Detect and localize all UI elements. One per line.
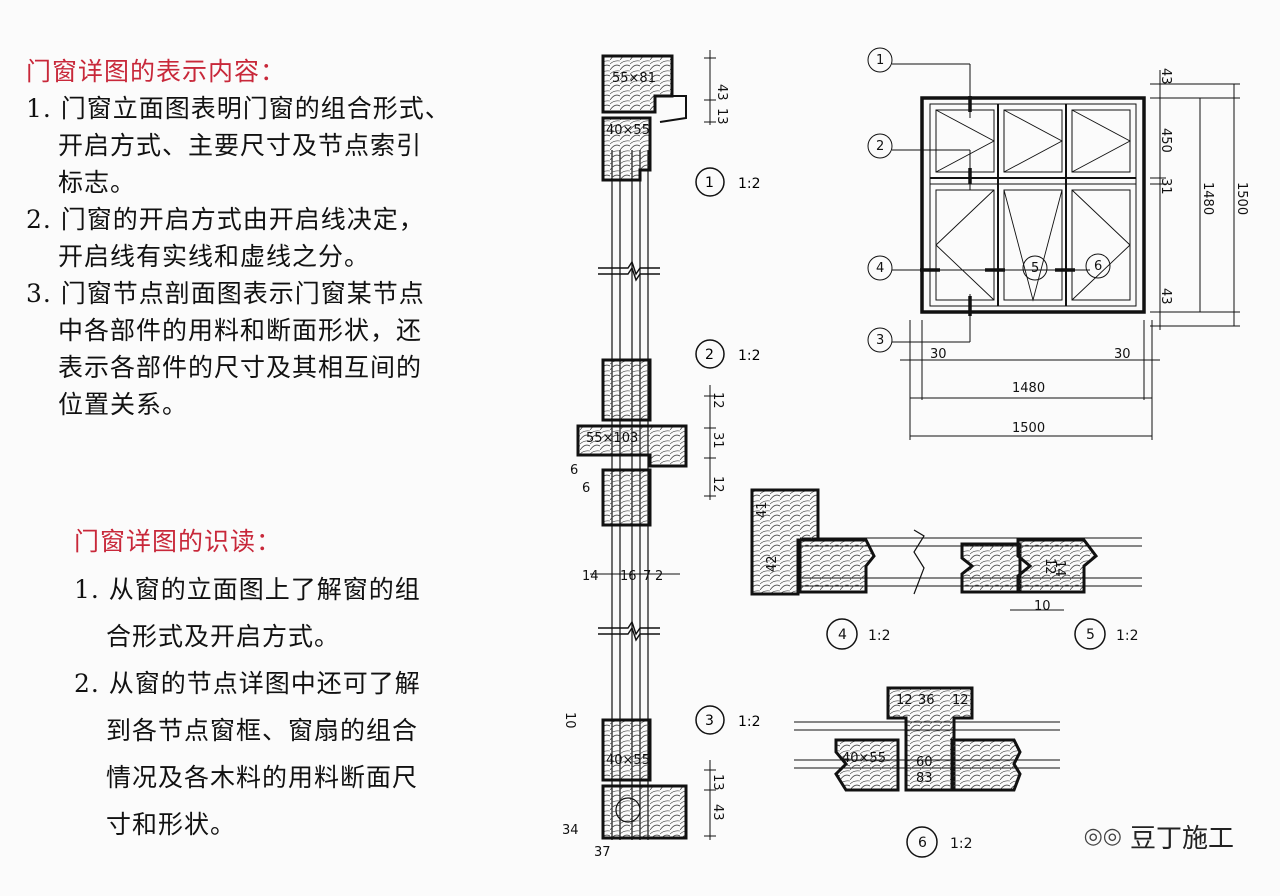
label-1-num: 1	[705, 175, 714, 191]
s2-item2-line2: 到各节点窗框、窗扇的组合	[106, 716, 419, 745]
label-4-scale: 1:2	[868, 628, 891, 644]
dim-2: 2	[655, 569, 663, 584]
s1-item1-line3: 标志。	[58, 168, 137, 197]
callout-4: 4	[876, 261, 884, 276]
s2-item2-line3: 情况及各木料的用料断面尺	[106, 763, 419, 792]
dim-mid-12: 12	[710, 392, 725, 409]
s1-item3-line4: 位置关系。	[58, 390, 189, 419]
label-4-num: 4	[838, 627, 847, 643]
callout-3: 3	[876, 333, 884, 348]
s1-item1-line2: 开启方式、主要尺寸及节点索引	[58, 131, 423, 160]
dim-right-450: 450	[1158, 128, 1173, 153]
label-5-scale: 1:2	[1116, 628, 1139, 644]
dim-top-40x55: 40×55	[606, 123, 650, 138]
dim-top-13: 13	[714, 108, 729, 125]
dim-right-43b: 43	[1158, 288, 1173, 305]
label-6-num: 6	[918, 835, 927, 851]
dim-top-43: 43	[714, 84, 729, 101]
dim-d5-12: 12	[1042, 558, 1057, 575]
vertical-section-dims: 55×81 43 13 40×55 12 55×103 31 12 6 6 14…	[562, 71, 729, 860]
section2-heading: 门窗详图的识读：	[74, 527, 283, 556]
dim-mid-12b: 12	[710, 476, 725, 493]
s2-item1-line2: 合形式及开启方式。	[106, 622, 341, 651]
dim-7: 7	[643, 569, 651, 584]
dim-d4-41: 41	[755, 501, 770, 518]
dim-right-1480: 1480	[1200, 182, 1215, 215]
dim-bottom-30b: 30	[1114, 347, 1131, 362]
label-2-num: 2	[705, 347, 714, 363]
dim-bot-37: 37	[594, 845, 611, 860]
section2-list: 1. 从窗的立面图上了解窗的组 合形式及开启方式。 2. 从窗的节点详图中还可了…	[74, 566, 421, 848]
dim-right-31: 31	[1158, 178, 1173, 195]
dim-mid-6b: 6	[582, 481, 590, 496]
dim-mid-31: 31	[710, 432, 725, 449]
dim-d6-12b: 12	[952, 693, 969, 708]
s2-item1-line1: 1. 从窗的立面图上了解窗的组	[74, 575, 421, 604]
section1-heading: 门窗详图的表示内容：	[26, 57, 287, 86]
dim-bottom-30: 30	[930, 347, 947, 362]
dim-bot-13: 13	[710, 774, 725, 791]
s1-item2-line1: 2. 门窗的开启方式由开启线决定，	[26, 205, 425, 234]
dim-bot-43: 43	[710, 804, 725, 821]
s1-item3-line3: 表示各部件的尺寸及其相互间的	[58, 353, 423, 382]
label-3-scale: 1:2	[738, 714, 761, 730]
dim-bot-10: 10	[562, 712, 577, 729]
dim-d6-60: 60	[916, 755, 933, 770]
section-labels-vertical: 1 1:2 2 1:2 3 1:2	[695, 167, 761, 735]
window-elevation	[867, 47, 1240, 440]
dim-bot-34: 34	[562, 823, 579, 838]
watermark-text: 豆丁施工	[1129, 824, 1234, 854]
dim-mid-6: 6	[570, 463, 578, 478]
dim-d5-10: 10	[1034, 599, 1051, 614]
watermark: ◎◎ 豆丁施工	[1084, 818, 1234, 855]
dim-d6-40x55: 40×55	[842, 751, 886, 766]
dim-16: 16	[620, 569, 637, 584]
dim-bottom-1480: 1480	[1012, 381, 1045, 396]
dim-55x81: 55×81	[612, 71, 656, 86]
dim-d5-14: 14	[1052, 560, 1067, 577]
text-column: 门窗详图的表示内容： 1. 门窗立面图表明门窗的组合形式、 开启方式、主要尺寸及…	[0, 0, 560, 896]
label-3-num: 3	[705, 713, 714, 729]
detail-6-labels: 12 36 12 40×55 60 83 6 1:2	[842, 693, 973, 852]
s1-item1-line1: 1. 门窗立面图表明门窗的组合形式、	[26, 94, 451, 123]
s2-item2-line1: 2. 从窗的节点详图中还可了解	[74, 669, 421, 698]
dim-right-43: 43	[1158, 68, 1173, 85]
s1-item2-line2: 开启线有实线和虚线之分。	[58, 242, 371, 271]
detail-4-5-labels: 41 42 12 14 10 4 1:2 5 1:2	[755, 501, 1139, 644]
dim-bot-40x55: 40×55	[606, 753, 650, 768]
detail-4-5	[750, 488, 1142, 650]
label-1-scale: 1:2	[738, 176, 761, 192]
dim-bottom-1500: 1500	[1012, 421, 1045, 436]
section1-list: 1. 门窗立面图表明门窗的组合形式、 开启方式、主要尺寸及节点索引 标志。 2.…	[26, 90, 451, 423]
s2-item2-line4: 寸和形状。	[106, 810, 237, 839]
dim-d4-42: 42	[765, 555, 780, 572]
detail-6	[794, 686, 1060, 858]
label-6-scale: 1:2	[950, 836, 973, 852]
vertical-section	[576, 50, 716, 840]
dim-d6-12: 12	[896, 693, 913, 708]
dim-55x103: 55×103	[586, 431, 638, 446]
dim-d6-83: 83	[916, 771, 933, 786]
elevation-labels: 1 2 4 3 5 6 43 450 31 1480 1500 43 30 30…	[876, 53, 1249, 436]
label-5-num: 5	[1086, 627, 1095, 643]
callout-1: 1	[876, 53, 884, 68]
label-2-scale: 1:2	[738, 348, 761, 364]
dim-right-1500: 1500	[1234, 182, 1249, 215]
wechat-icon: ◎◎	[1083, 824, 1122, 849]
callout-2: 2	[876, 139, 884, 154]
dim-d6-36: 36	[918, 693, 935, 708]
dim-14: 14	[582, 569, 599, 584]
callout-5: 5	[1031, 261, 1039, 276]
s1-item3-line1: 3. 门窗节点剖面图表示门窗某节点	[26, 279, 425, 308]
callout-6: 6	[1094, 259, 1102, 274]
s1-item3-line2: 中各部件的用料和断面形状，还	[58, 316, 423, 345]
